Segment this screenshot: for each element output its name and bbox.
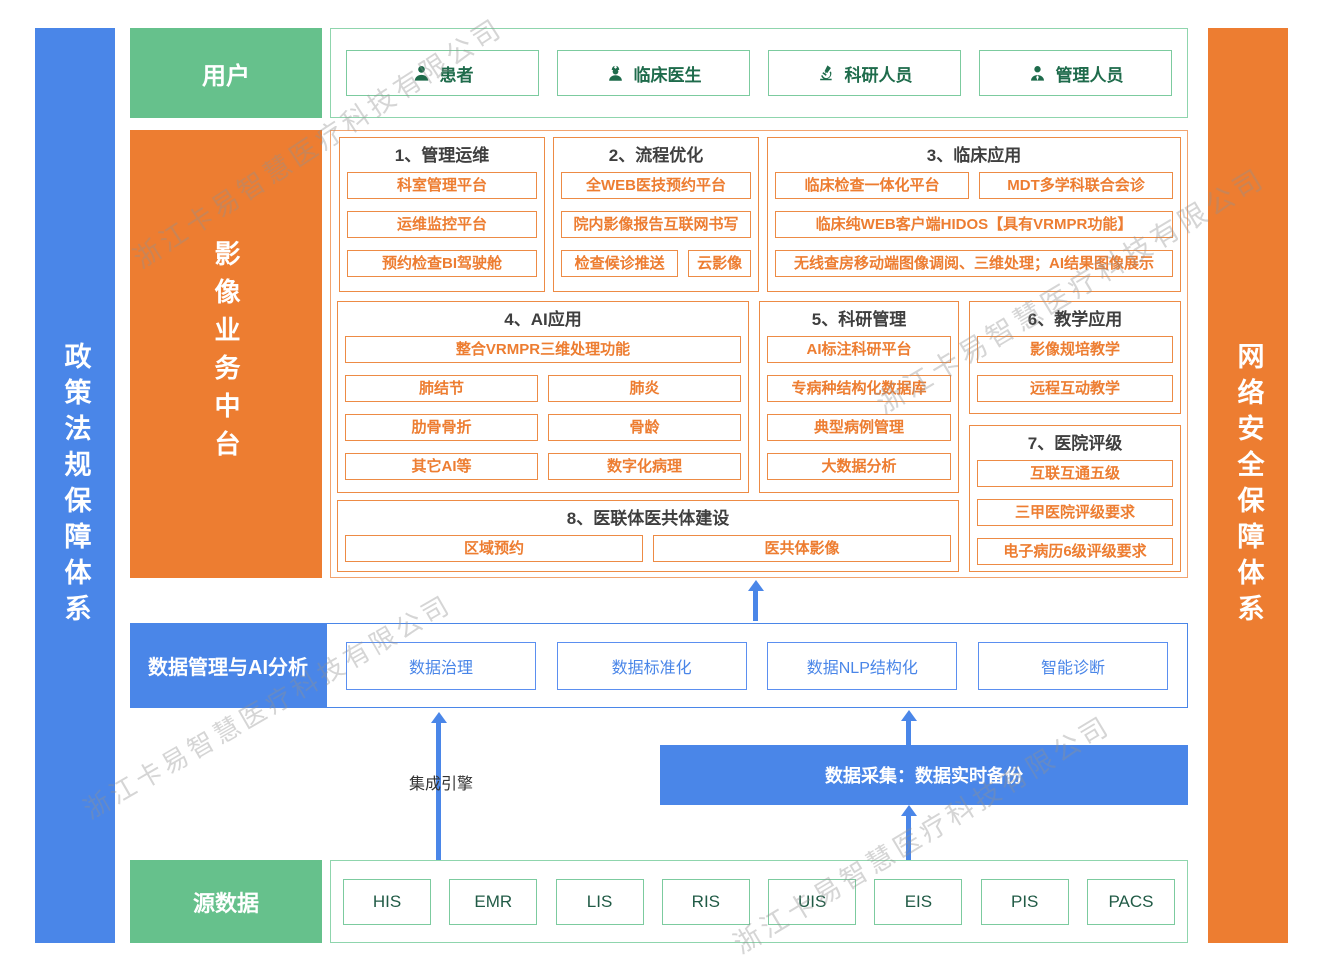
platform-item: 区域预约 [345,535,643,562]
group-ai-application: 4、AI应用 整合VRMPR三维处理功能 肺结节 肺炎 肋骨骨折 骨龄 其它AI… [337,301,749,493]
group-title: 4、AI应用 [504,310,582,329]
platform-item: 科室管理平台 [347,172,537,199]
source-system-pis: PIS [980,878,1069,925]
platform-item: 肺炎 [548,375,741,402]
group-title: 7、医院评级 [1027,434,1123,453]
platform-item: 远程互动教学 [977,375,1173,402]
platform-item: 全WEB医技预约平台 [561,172,751,199]
platform-item: 临床检查一体化平台 [775,172,969,199]
manager-icon [1030,65,1044,81]
platform-item: 其它AI等 [345,453,538,480]
integration-engine-label: 集成引擎 [408,776,473,793]
group-title: 5、科研管理 [811,310,907,329]
group-clinical-application: 3、临床应用 临床检查一体化平台 MDT多学科联合会诊 临床纯WEB客户端HID… [767,137,1181,292]
source-system-his: HIS [343,878,431,925]
doctor-icon [608,65,622,81]
platform-item: 电子病历6级评级要求 [977,538,1173,565]
platform-item: 临床纯WEB客户端HIDOS【具有VRMPR功能】 [775,211,1173,238]
network-security-label: 网络安全保障体系 [1233,341,1264,630]
source-system-lis: LIS [555,878,644,925]
group-title: 6、教学应用 [1027,310,1123,329]
user-item-manager: 管理人员 [979,50,1172,96]
policy-regulation-bar: 政策法规保障体系 [35,28,115,943]
user-item-label: 患者 [439,65,474,85]
data-mgmt-item: 智能诊断 [977,641,1168,690]
group-title: 8、医联体医共体建设 [566,509,730,528]
group-title: 2、流程优化 [608,146,704,165]
up-arrow [906,816,911,860]
platform-item: 院内影像报告互联网书写 [561,211,751,238]
network-security-bar: 网络安全保障体系 [1208,28,1288,943]
platform-item: AI标注科研平台 [767,336,951,363]
group-title: 1、管理运维 [394,146,490,165]
user-item-label: 科研人员 [844,65,913,85]
data-collection-box: 数据采集：数据实时备份 [660,745,1188,805]
platform-item: 检查候诊推送 [561,250,679,277]
data-mgmt-container: 数据治理 数据标准化 数据NLP结构化 智能诊断 [326,623,1188,708]
group-title: 3、临床应用 [926,146,1022,165]
source-system-emr: EMR [449,878,538,925]
platform-item: MDT多学科联合会诊 [979,172,1173,199]
platform-item: 三甲医院评级要求 [977,499,1173,526]
user-item-label: 管理人员 [1055,65,1124,85]
source-data-row-label: 源数据 [130,860,322,943]
data-mgmt-item: 数据治理 [346,641,536,690]
up-arrow [753,591,758,621]
platform-item: 运维监控平台 [347,211,537,238]
platform-item: 骨龄 [548,414,741,441]
source-data-container: HIS EMR LIS RIS UIS EIS PIS PACS [330,860,1188,943]
group-process-optimization: 2、流程优化 全WEB医技预约平台 院内影像报告互联网书写 检查候诊推送 云影像 [553,137,759,292]
imaging-platform-container: 1、管理运维 科室管理平台 运维监控平台 预约检查BI驾驶舱 2、流程优化 全W… [330,130,1188,578]
platform-item: 整合VRMPR三维处理功能 [345,336,741,363]
source-system-ris: RIS [661,878,750,925]
platform-item: 无线查房移动端图像调阅、三维处理；AI结果图像展示 [775,250,1173,277]
policy-regulation-label: 政策法规保障体系 [60,341,91,630]
platform-item: 典型病例管理 [767,414,951,441]
source-system-pacs: PACS [1086,878,1175,925]
group-teaching-application: 6、教学应用 影像规培教学 远程互动教学 [969,301,1181,414]
data-mgmt-item: 数据NLP结构化 [767,641,958,690]
platform-item: 影像规培教学 [977,336,1173,363]
microscope-icon [819,64,832,80]
platform-item: 专病种结构化数据库 [767,375,951,402]
platform-item: 肋骨骨折 [345,414,538,441]
user-item-researcher: 科研人员 [768,50,961,96]
user-item-patient: 患者 [346,50,539,96]
source-system-eis: EIS [874,878,963,925]
platform-item: 医共体影像 [653,535,951,562]
user-item-label: 临床医生 [633,65,702,85]
platform-item: 互联互通五级 [977,460,1173,487]
patient-icon [414,65,428,81]
group-medical-consortium: 8、医联体医共体建设 区域预约 医共体影像 [337,500,959,572]
integration-engine-arrow [436,723,441,860]
users-row-label: 用户 [130,28,322,118]
data-mgmt-row-label: 数据管理与AI分析 [130,623,326,708]
group-management-ops: 1、管理运维 科室管理平台 运维监控平台 预约检查BI驾驶舱 [339,137,545,292]
imaging-platform-label-text: 影像业务中台 [211,240,241,468]
imaging-platform-label: 影像业务中台 [130,130,322,578]
platform-item: 肺结节 [345,375,538,402]
user-item-clinician: 临床医生 [557,50,750,96]
users-row-container: 患者 临床医生 科研人员 [330,28,1188,118]
data-mgmt-item: 数据标准化 [556,641,747,690]
source-system-uis: UIS [768,878,857,925]
platform-item: 大数据分析 [767,453,951,480]
platform-item: 预约检查BI驾驶舱 [347,250,537,277]
group-hospital-rating: 7、医院评级 互联互通五级 三甲医院评级要求 电子病历6级评级要求 [969,425,1181,572]
up-arrow [906,721,911,745]
platform-item: 云影像 [688,250,751,277]
group-research-management: 5、科研管理 AI标注科研平台 专病种结构化数据库 典型病例管理 大数据分析 [759,301,959,493]
platform-item: 数字化病理 [548,453,741,480]
